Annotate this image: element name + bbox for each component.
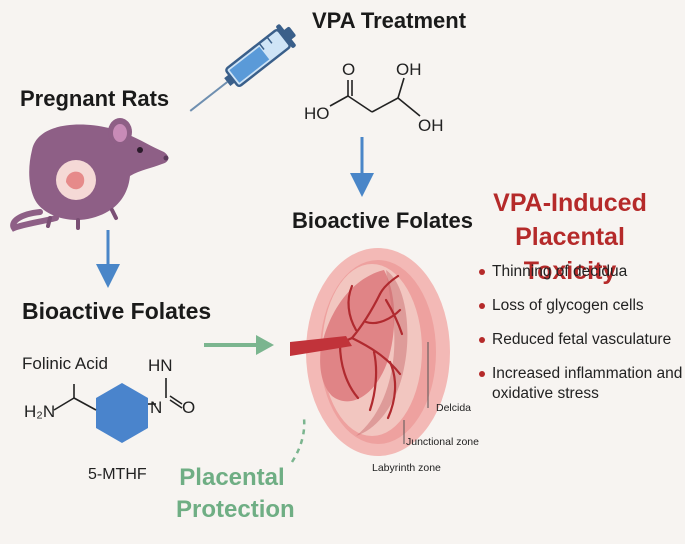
bullet-icon <box>479 371 485 377</box>
folate-molecule <box>53 378 183 443</box>
bioactive-folates-right-heading: Bioactive Folates <box>292 208 473 233</box>
syringe-icon <box>189 24 296 112</box>
folate-atom-hn: HN <box>148 356 173 375</box>
toxicity-item-text: Loss of glycogen cells <box>492 297 644 314</box>
placental-protection-label: Placental Protection <box>176 462 295 526</box>
vpa-atom-oh-top: OH <box>396 60 422 79</box>
toxicity-title-line-1: VPA-Induced <box>493 189 647 217</box>
placenta-illustration <box>290 248 450 456</box>
vpa-atom-ho: HO <box>304 104 330 123</box>
zone-labyrinth-label: Labyrinth zone <box>372 462 441 474</box>
protection-dashed-line <box>290 417 306 463</box>
vpa-atom-oh-right: OH <box>418 116 444 135</box>
toxicity-list: Thinning of decidua Loss of glycogen cel… <box>478 262 683 418</box>
mthf-label: 5-MTHF <box>88 466 147 483</box>
bioactive-folates-left-heading: Bioactive Folates <box>22 298 212 324</box>
vpa-molecule <box>329 77 421 117</box>
toxicity-item-text: Thinning of decidua <box>492 263 628 280</box>
arrow-folates-to-placenta <box>204 335 274 355</box>
vpa-treatment-heading: VPA Treatment <box>312 8 467 33</box>
toxicity-item: Increased inflammation and oxidative str… <box>478 364 683 404</box>
protection-line-2: Protection <box>176 496 295 523</box>
bullet-icon <box>479 303 485 309</box>
toxicity-title-line-2: Placental Toxicity <box>515 223 625 285</box>
bullet-icon <box>479 337 485 343</box>
zone-junctional-label: Junctional zone <box>406 436 479 448</box>
toxicity-item-text: Reduced fetal vasculature <box>492 331 672 348</box>
vpa-atom-o: O <box>342 60 356 79</box>
folate-atom-h2n: H₂N <box>24 402 56 421</box>
bullet-icon <box>479 269 485 275</box>
pregnant-rats-heading: Pregnant Rats <box>20 86 170 111</box>
toxicity-item: Thinning of decidua <box>478 262 683 282</box>
toxicity-item: Loss of glycogen cells <box>478 296 683 316</box>
toxicity-item: Reduced fetal vasculature <box>478 330 683 350</box>
folinic-acid-label: Folinic Acid <box>22 354 108 373</box>
folate-atom-o: O <box>182 398 196 417</box>
toxicity-title: VPA-Induced Placental Toxicity <box>470 186 670 288</box>
zone-decidua-label: Delcida <box>436 402 472 414</box>
rat-icon <box>10 118 169 232</box>
protection-line-1: Placental <box>179 464 285 491</box>
toxicity-item-text: Increased inflammation and oxidative str… <box>492 365 683 402</box>
folate-atom-n: N <box>150 398 163 417</box>
